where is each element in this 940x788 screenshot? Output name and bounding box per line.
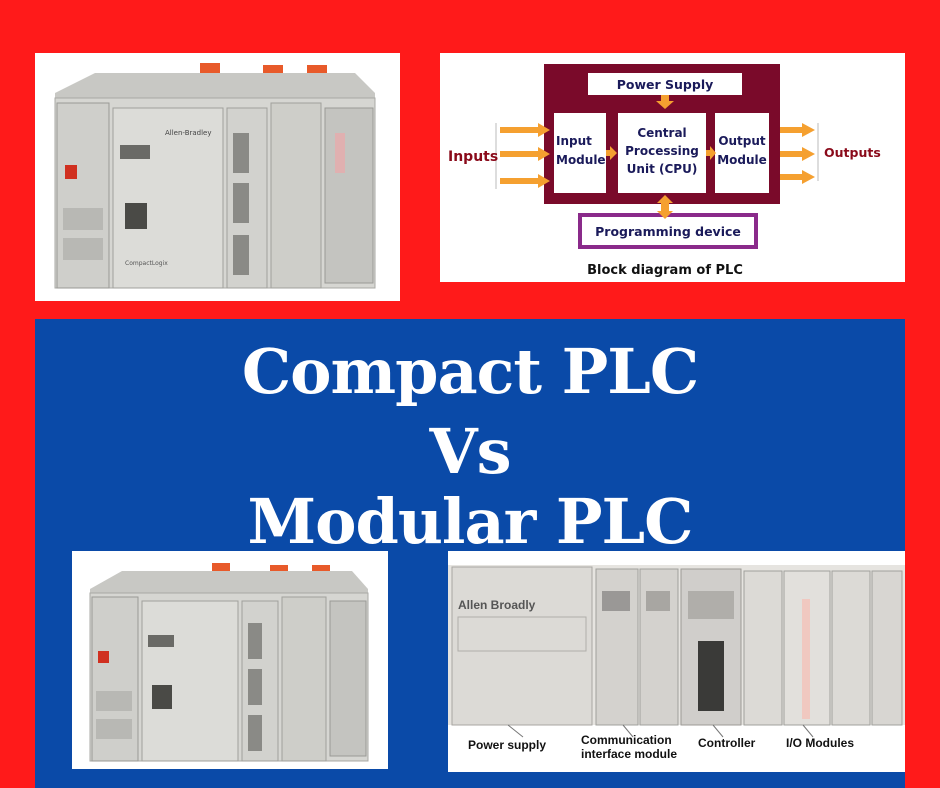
input-module-label-2: Module <box>556 153 606 167</box>
programming-device-label: Programming device <box>595 224 741 239</box>
io-module-1 <box>743 570 783 726</box>
output-module-box <box>715 113 769 193</box>
compact-plc-photo-bottom <box>72 551 388 769</box>
input-module-box <box>554 113 606 193</box>
output-module-label-1: Output <box>718 134 766 148</box>
cpu-box <box>618 113 706 193</box>
modular-brand: Allen Broadly <box>458 598 536 612</box>
modular-plc-photo: Allen Broadly Power supply Communication… <box>448 551 905 772</box>
block-diagram-svg: Power Supply Input Module Central Proces… <box>448 64 881 278</box>
label-controller: Controller <box>698 736 756 750</box>
compact-plc-photo-top: Allen-Bradley CompactLogix <box>35 53 400 301</box>
power-arrow <box>656 95 674 109</box>
cpu-label-1: Central <box>637 126 686 140</box>
modular-plc-illustration: Allen Broadly Power supply Communication… <box>448 565 905 761</box>
cpu-label-3: Unit (CPU) <box>627 162 698 176</box>
programming-arrow <box>657 195 673 219</box>
label-power-supply: Power supply <box>468 738 546 752</box>
inputs-label: Inputs <box>448 149 498 165</box>
power-supply-box <box>588 73 742 95</box>
programming-device-box <box>578 213 758 249</box>
output-arrows <box>780 123 815 184</box>
model-text: CompactLogix <box>125 260 168 267</box>
io-module-3 <box>831 570 871 726</box>
title-line-vs: Vs <box>429 415 511 488</box>
output-module-label-2: Module <box>717 153 767 167</box>
outputs-label: Outputs <box>824 145 881 160</box>
label-communication: Communication <box>581 733 672 747</box>
brand-text: Allen-Bradley <box>165 129 212 137</box>
power-supply-module <box>451 566 593 726</box>
plc-block-diagram: Power Supply Input Module Central Proces… <box>440 53 905 282</box>
diagram-caption: Block diagram of PLC <box>587 263 743 278</box>
cpu-label-2: Processing <box>625 144 699 158</box>
compact-plc-illustration: Allen-Bradley CompactLogix <box>54 63 376 289</box>
title-line-compact: Compact PLC <box>241 335 699 408</box>
input-module-label-1: Input <box>556 134 592 148</box>
compact-plc-illustration-small <box>89 563 369 762</box>
title-line-modular: Modular PLC <box>247 485 694 558</box>
label-interface-module: interface module <box>581 747 677 761</box>
power-supply-label: Power Supply <box>617 77 714 92</box>
input-arrows <box>500 123 550 188</box>
label-io-modules: I/O Modules <box>786 736 854 750</box>
